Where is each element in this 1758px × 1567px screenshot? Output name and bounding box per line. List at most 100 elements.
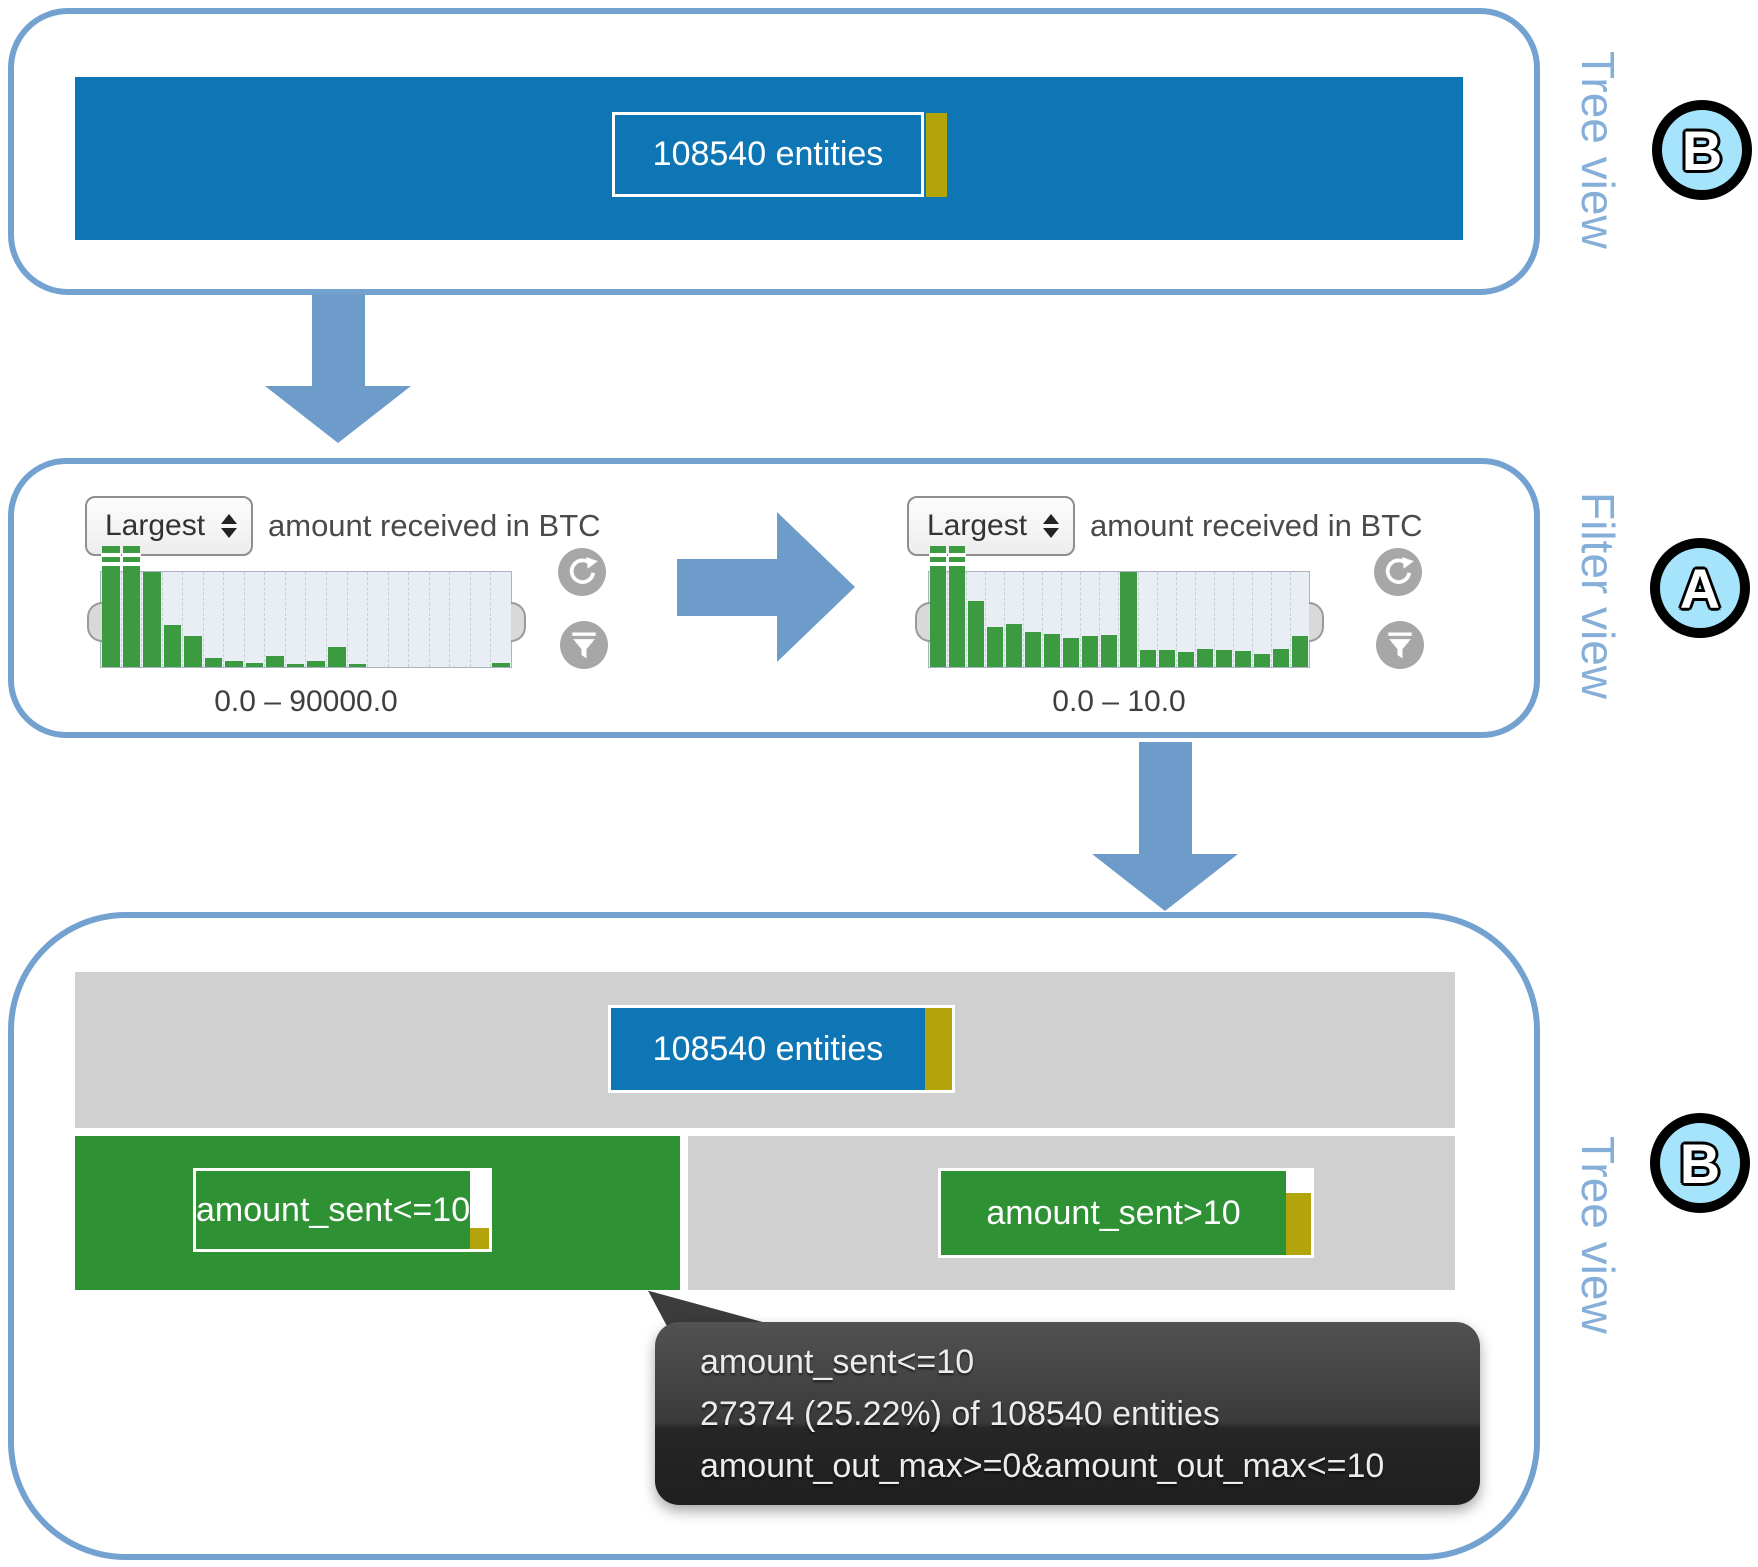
histogram-bin	[1061, 572, 1080, 667]
sort-dropdown-right-value: Largest	[927, 509, 1028, 542]
histogram-bar	[1291, 635, 1308, 667]
histogram-bin	[1118, 572, 1137, 667]
histogram-bin	[428, 572, 450, 667]
root-node-text: 108540 entities	[652, 135, 884, 173]
filter-icon[interactable]	[560, 621, 608, 669]
histogram-bin	[1042, 572, 1061, 667]
badge-b-top: B	[1652, 100, 1752, 200]
histogram-bin	[326, 572, 347, 667]
histogram-bin	[985, 572, 1004, 667]
histogram-bin	[1232, 572, 1252, 667]
histogram-bin	[120, 546, 142, 667]
histogram-bar	[286, 664, 305, 667]
histogram-bar	[1272, 648, 1289, 667]
histogram-bin	[1213, 572, 1233, 667]
refresh-icon[interactable]	[558, 548, 606, 596]
histogram-bar	[225, 661, 243, 667]
flow-arrow-down-2	[1139, 742, 1192, 855]
flow-arrow-right	[677, 559, 778, 616]
histogram-bar	[121, 546, 142, 667]
histogram-bin	[1175, 572, 1195, 667]
histogram-bar	[266, 655, 284, 667]
histogram-bar	[328, 647, 346, 667]
histogram-bin	[1289, 572, 1309, 667]
histogram-bin	[490, 572, 511, 667]
histogram-bin	[966, 572, 985, 667]
left-node-label[interactable]: amount_sent<=10	[193, 1168, 492, 1252]
range-slider-handle-right-min[interactable]	[915, 602, 930, 642]
histogram-bin	[1270, 572, 1290, 667]
histogram-bin	[264, 572, 285, 667]
histogram-right	[928, 546, 1310, 668]
histogram-bar	[1139, 649, 1156, 667]
flow-arrow-right-head	[777, 512, 855, 662]
histogram-bin	[223, 572, 244, 667]
histogram-bar	[1234, 650, 1251, 667]
left-node-text: amount_sent<=10	[196, 1190, 471, 1229]
attribute-label-left: amount received in BTC	[268, 508, 601, 543]
side-label-tree-view-bottom: Tree view	[1572, 1136, 1624, 1334]
range-label-left: 0.0 – 90000.0	[214, 685, 398, 718]
histogram-bin	[182, 572, 203, 667]
histogram-bin	[929, 546, 948, 667]
histogram-bar	[307, 661, 326, 667]
histogram-bar	[1063, 637, 1080, 667]
histogram-bar	[1253, 653, 1270, 667]
left-node-indicator	[470, 1171, 489, 1249]
range-slider-handle-left-min[interactable]	[87, 602, 102, 642]
histogram-bar	[1158, 649, 1175, 667]
sort-dropdown-left[interactable]: Largest	[85, 496, 253, 556]
histogram-bin	[1004, 572, 1023, 667]
tooltip-line-condition: amount_sent<=10	[700, 1343, 975, 1381]
histogram-bin	[1251, 572, 1271, 667]
histogram-bar	[101, 546, 121, 667]
histogram-bin	[202, 572, 224, 667]
histogram-bar	[1215, 649, 1232, 667]
root-node-indicator	[925, 1008, 952, 1090]
histogram-bar	[1006, 624, 1023, 667]
histogram-bin	[1156, 572, 1176, 667]
right-node-indicator	[1286, 1171, 1311, 1255]
histogram-bin	[408, 572, 429, 667]
flow-arrow-down-2-head	[1092, 854, 1238, 911]
histogram-bin	[284, 572, 306, 667]
dropdown-arrows-icon	[1043, 514, 1059, 538]
histogram-bin	[243, 572, 265, 667]
histogram-bar	[1177, 651, 1194, 667]
root-node-label-bottom[interactable]: 108540 entities	[608, 1005, 955, 1093]
histogram-bar	[1196, 648, 1213, 667]
histogram-bar	[163, 625, 182, 667]
badge-b-bottom: B	[1650, 1113, 1750, 1213]
histogram-bin	[947, 546, 967, 667]
sort-dropdown-left-value: Largest	[105, 509, 206, 542]
histogram-bin	[367, 572, 388, 667]
root-node-indicator	[926, 113, 947, 197]
histogram-bin	[387, 572, 409, 667]
right-node-label[interactable]: amount_sent>10	[938, 1168, 1314, 1258]
histogram-bar	[143, 572, 161, 667]
histogram-bin	[161, 572, 183, 667]
histogram-bin	[1080, 572, 1099, 667]
histogram-bar	[184, 635, 202, 667]
refresh-icon[interactable]	[1374, 548, 1422, 596]
histogram-bar	[348, 664, 367, 667]
tooltip-line-query: amount_out_max>=0&amount_out_max<=10	[700, 1447, 1385, 1485]
histogram-bin	[449, 572, 470, 667]
filter-icon[interactable]	[1376, 621, 1424, 669]
histogram-bin	[305, 572, 326, 667]
sort-dropdown-right[interactable]: Largest	[907, 496, 1075, 556]
root-node-bar[interactable]	[75, 77, 1463, 240]
histogram-bar	[948, 546, 967, 667]
node-tooltip: amount_sent<=10 27374 (25.22%) of 108540…	[655, 1322, 1480, 1505]
histogram-bar	[245, 663, 264, 667]
histogram-bin	[346, 572, 368, 667]
tree-left-child-bar[interactable]	[75, 1136, 680, 1290]
root-node-label[interactable]: 108540 entities	[612, 112, 924, 197]
histogram-bar	[1101, 634, 1118, 667]
tooltip-line-count: 27374 (25.22%) of 108540 entities	[700, 1395, 1220, 1433]
histogram-bar	[1025, 631, 1042, 667]
histogram-bar	[1082, 635, 1099, 667]
histogram-bin	[1194, 572, 1214, 667]
histogram-bin	[1099, 572, 1118, 667]
